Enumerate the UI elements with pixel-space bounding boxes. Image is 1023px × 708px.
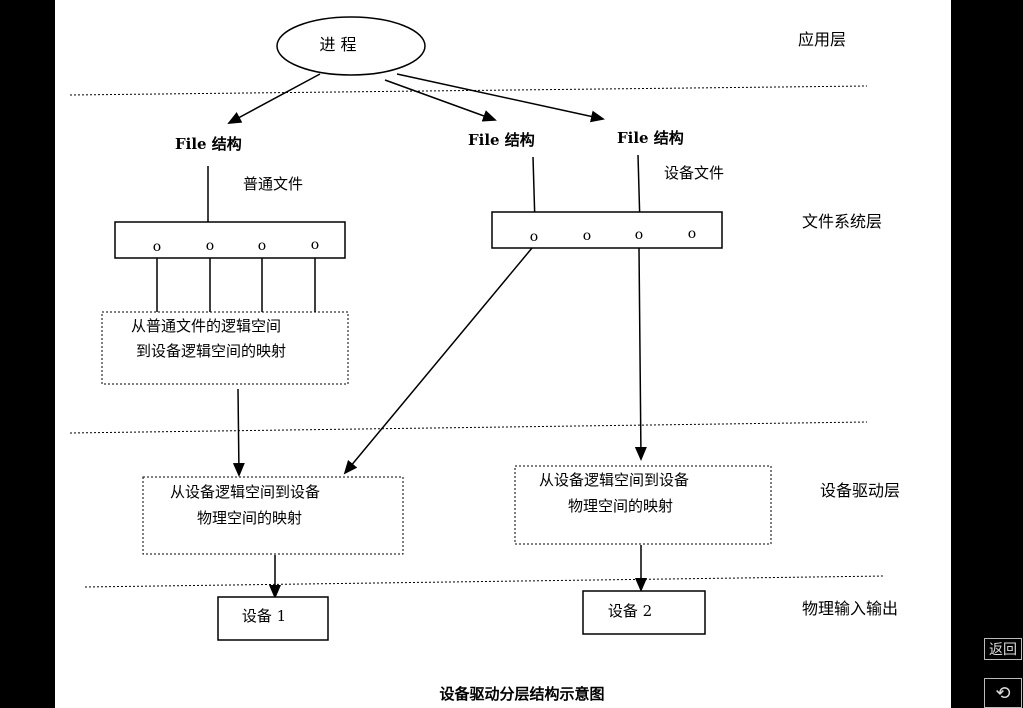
driver-right-line1: 从设备逻辑空间到设备 [539,471,689,489]
layer-label-physical: 物理输入输出 [802,599,898,618]
slide: 应用层 文件系统层 设备驱动层 物理输入输出 进 程 File 结构 File … [55,0,951,708]
table-right-slot-1: o [530,229,538,245]
table-right-slot-3: o [635,227,643,243]
diagram-caption: 设备驱动分层结构示意图 [439,685,604,703]
table-right-slot-2: o [583,228,591,244]
driver-box-right [514,465,772,545]
arrow-process-to-file2 [384,79,497,122]
arrow-mapping-to-driver-left [232,388,245,477]
arrow-table-right-to-driver-left [343,247,533,475]
layered-diagram: 应用层 文件系统层 设备驱动层 物理输入输出 进 程 File 结构 File … [69,16,900,703]
file-struct-2: File 结构 [468,131,535,149]
arrow-process-to-file3 [396,73,605,123]
process-node [276,16,426,76]
file-table-left [114,221,346,259]
arrow-table-right-to-driver-right [634,247,647,461]
layer-label-application: 应用层 [798,30,846,49]
driver-left-line2: 物理空间的映射 [197,509,302,527]
driver-box-left [142,476,404,555]
driver-left-line1: 从设备逻辑空间到设备 [170,483,320,501]
device-2-box [582,590,706,635]
arrow-process-to-file1 [227,73,321,124]
back-button[interactable]: 返回 [984,638,1022,660]
file-struct-1: File 结构 [175,135,242,153]
table-left-slot-3: o [258,238,266,254]
ordinary-file-label: 普通文件 [243,175,303,193]
process-label: 进 程 [319,35,356,54]
driver-right-line2: 物理空间的映射 [568,497,673,515]
table-left-slot-1: o [153,239,161,255]
file-struct-3: File 结构 [617,129,684,147]
separator-fs-driver [69,421,868,434]
table-right-slot-4: o [688,226,696,242]
mapping-left-line2: 到设备逻辑空间的映射 [136,342,286,360]
device-2-label: 设备 2 [608,602,652,620]
separator-driver-physical [84,575,886,588]
mapping-box-left [101,311,349,385]
separator-app-fs [69,85,868,96]
return-icon[interactable]: ⟲ [984,678,1022,708]
mapping-left-line1: 从普通文件的逻辑空间 [131,317,281,335]
device-1-box [217,596,329,641]
table-left-slot-4: o [311,237,319,253]
layer-label-driver: 设备驱动层 [820,481,900,500]
file-table-right [491,211,723,249]
layer-label-filesystem: 文件系统层 [802,212,882,231]
table-left-slot-2: o [206,238,214,254]
device-file-label: 设备文件 [664,164,724,182]
device-1-label: 设备 1 [242,607,286,625]
